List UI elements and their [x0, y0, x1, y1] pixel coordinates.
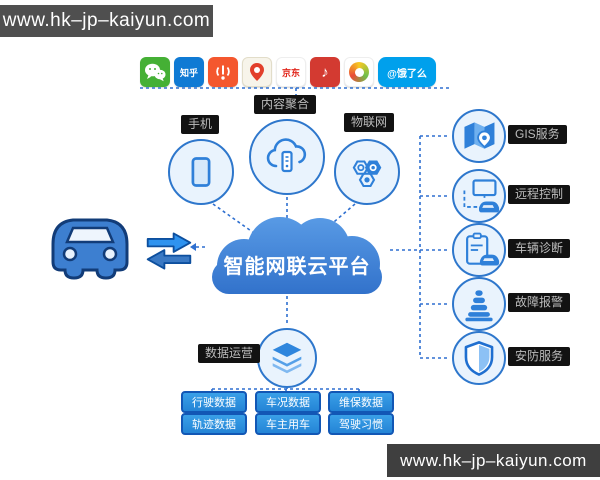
cloud-server-icon	[266, 138, 307, 173]
node-content-aggregation	[249, 119, 325, 195]
watermark-bottom: www.hk–jp–kaiyun.com	[387, 444, 600, 477]
shield-icon	[464, 341, 494, 376]
audio-fm-icon	[208, 57, 238, 87]
label-vehicle-diagnosis: 车辆诊断	[508, 239, 571, 258]
baidu-map-icon	[242, 57, 272, 87]
node-security-service	[452, 331, 506, 385]
data-box-vehicle-condition: 车况数据	[255, 391, 321, 413]
car-icon	[51, 218, 129, 280]
eleme-icon: @饿了么	[378, 57, 436, 87]
node-remote-control	[452, 169, 506, 223]
zhihu-icon: 知乎	[174, 57, 204, 87]
label-remote-control: 远程控制	[508, 185, 571, 204]
iot-network-icon	[352, 160, 382, 188]
label-fault-alarm: 故障报警	[508, 293, 571, 312]
label-iot: 物联网	[344, 113, 395, 132]
cloud-platform-title: 智能网联云平台	[223, 256, 371, 278]
data-box-driving-habits: 驾驶习惯	[328, 413, 394, 435]
label-data-operations: 数据运营	[198, 344, 261, 363]
data-box-owner-usage: 车主用车	[255, 413, 321, 435]
cloud-platform-shape	[212, 217, 382, 294]
browser-app-icon	[344, 57, 374, 87]
traffic-cone-icon	[465, 290, 493, 322]
node-gis-service	[452, 109, 506, 163]
data-box-trajectory: 轨迹数据	[181, 413, 247, 435]
app-icons-row: 知乎 京东 ♪ @饿了么	[140, 57, 436, 87]
jd-icon: 京东	[276, 57, 306, 87]
wechat-icon	[140, 57, 170, 87]
label-security-service: 安防服务	[508, 347, 571, 366]
label-gis-service: GIS服务	[508, 125, 567, 144]
remote-monitor-car-icon	[463, 179, 500, 213]
node-iot	[334, 139, 400, 205]
node-vehicle-diagnosis	[452, 223, 506, 277]
smartphone-icon	[191, 157, 211, 187]
watermark-top: www.hk–jp–kaiyun.com	[0, 5, 213, 37]
node-mobile	[168, 139, 234, 205]
map-pin-icon	[464, 122, 495, 149]
data-layers-icon	[272, 342, 302, 374]
label-mobile: 手机	[181, 115, 220, 134]
node-fault-alarm	[452, 277, 506, 331]
label-content-aggregation: 内容聚合	[254, 95, 317, 114]
data-box-driving: 行驶数据	[181, 391, 247, 413]
data-box-maintenance: 维保数据	[328, 391, 394, 413]
node-data-operations	[257, 328, 317, 388]
data-exchange-arrows-icon	[146, 232, 192, 270]
netease-music-icon: ♪	[310, 57, 340, 87]
clipboard-car-icon	[466, 232, 500, 266]
